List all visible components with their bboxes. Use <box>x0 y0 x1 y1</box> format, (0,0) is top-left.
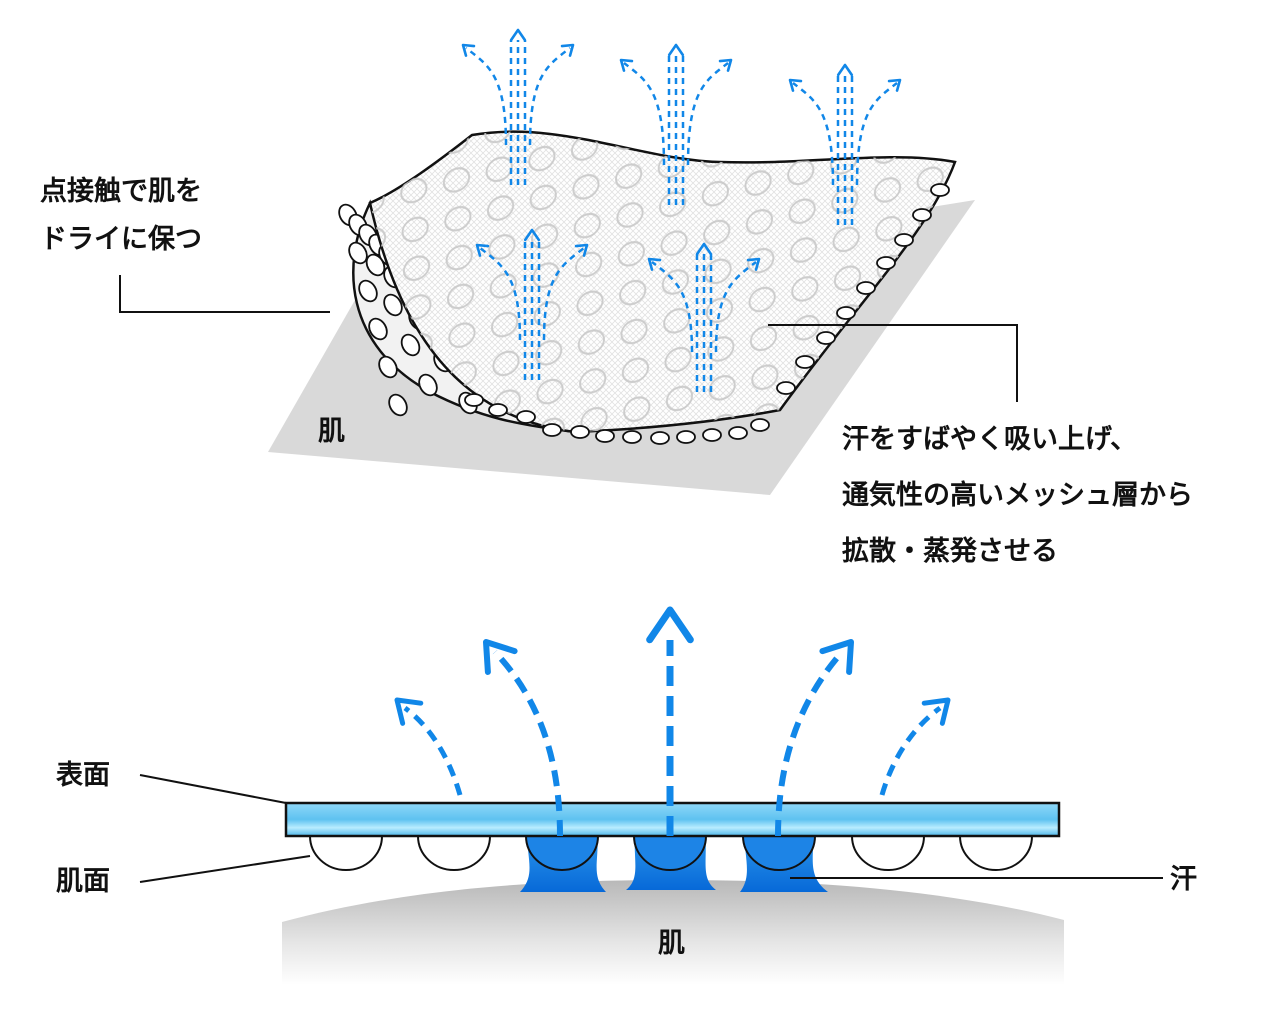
arrow-head <box>718 58 733 72</box>
edge-dot <box>595 429 615 443</box>
arrow-head <box>483 639 518 675</box>
right-leader-line <box>768 324 1018 402</box>
edge-contact-dots <box>464 183 950 445</box>
top-diagram <box>119 28 1018 495</box>
edge-dot <box>516 410 536 424</box>
arrow-head <box>475 243 490 257</box>
dashed-arrow-shaft <box>623 62 666 166</box>
edge-dot <box>542 423 562 437</box>
bottom-skin-label: 肌 <box>658 928 685 959</box>
dashed-arrow-shaft <box>855 82 898 186</box>
contact-dot <box>365 253 386 277</box>
evaporation-arrows <box>394 606 951 837</box>
wicking-line-2: 通気性の高いメッシュ層から <box>842 480 1193 511</box>
contact-dot <box>388 393 408 417</box>
dry-contact-callout: 点接触で肌を ドライに保つ <box>40 168 202 264</box>
arrow-head <box>619 58 634 72</box>
edge-dot <box>795 355 815 369</box>
bottom-diagram <box>139 606 1163 985</box>
surface-label: 表面 <box>56 760 110 791</box>
dashed-arrow-shaft <box>792 82 835 186</box>
surface-leader-line <box>139 774 287 804</box>
edge-dot <box>488 403 508 417</box>
skin-side-leader-line <box>139 855 311 883</box>
edge-dot <box>750 418 770 432</box>
dashed-arrow-shaft <box>403 705 463 796</box>
edge-dot <box>930 183 950 197</box>
edge-dot <box>464 393 484 407</box>
dry-contact-line-2: ドライに保つ <box>40 224 202 255</box>
vapor-arrows <box>461 28 902 392</box>
wicking-line-1: 汗をすばやく吸い上げ、 <box>842 424 1138 455</box>
top-skin-label: 肌 <box>318 416 345 447</box>
arrow-head <box>523 228 541 242</box>
arrow-head <box>646 606 694 644</box>
contact-bump <box>958 835 1034 871</box>
contact-dot <box>400 333 421 357</box>
arrow-head <box>509 28 527 42</box>
dashed-arrow-shaft <box>492 649 563 837</box>
contact-dot <box>383 293 403 317</box>
arrow-head <box>746 257 761 271</box>
contact-bumps <box>308 835 1034 871</box>
dashed-arrow-shaft <box>686 62 729 166</box>
left-leader-line <box>119 275 330 313</box>
contact-bump <box>632 835 708 871</box>
dashed-arrow-shaft <box>775 650 845 837</box>
edge-dot <box>776 381 796 395</box>
sweat-label: 汗 <box>1170 864 1197 895</box>
dashed-arrow-shaft <box>879 705 942 796</box>
contact-bump <box>308 835 384 871</box>
edge-dot <box>676 430 696 444</box>
skin-dome <box>282 880 1064 985</box>
wicking-callout: 汗をすばやく吸い上げ、 通気性の高いメッシュ層から 拡散・蒸発させる <box>842 412 1193 580</box>
edge-dot <box>570 425 590 439</box>
edge-dot <box>894 233 914 247</box>
arrow-head <box>667 43 685 57</box>
dry-contact-line-1: 点接触で肌を <box>40 176 202 207</box>
wicking-line-3: 拡散・蒸発させる <box>842 536 1058 567</box>
edge-dot <box>650 431 670 445</box>
arrow-head <box>788 78 803 92</box>
contact-dot <box>368 317 388 341</box>
edge-dot <box>728 426 748 440</box>
arrow-head <box>394 697 424 726</box>
arrow-head <box>695 242 713 256</box>
contact-bump <box>741 835 817 871</box>
edge-dot <box>836 306 856 320</box>
contact-dot <box>348 241 368 265</box>
arrow-head <box>461 43 476 57</box>
contact-bump <box>416 835 492 871</box>
dashed-arrow-shaft <box>465 47 508 146</box>
edge-dot <box>702 428 722 442</box>
contact-dot <box>378 355 398 379</box>
arrow-head <box>647 257 662 271</box>
contact-dot <box>418 373 438 397</box>
arrow-head <box>819 639 854 675</box>
arrow-head <box>887 78 902 92</box>
contact-bump <box>524 835 600 871</box>
contact-dot <box>358 279 378 303</box>
arrow-head <box>921 697 951 726</box>
edge-dot <box>856 281 876 295</box>
skin-side-label: 肌面 <box>56 866 110 897</box>
edge-dot <box>816 331 836 345</box>
edge-dot <box>912 208 932 222</box>
edge-dot <box>622 430 642 444</box>
arrow-head <box>574 243 589 257</box>
arrow-head <box>836 63 854 77</box>
edge-dot <box>876 256 896 270</box>
arrow-head <box>560 43 575 57</box>
contact-bump <box>850 835 926 871</box>
dashed-arrow-shaft <box>528 47 571 146</box>
